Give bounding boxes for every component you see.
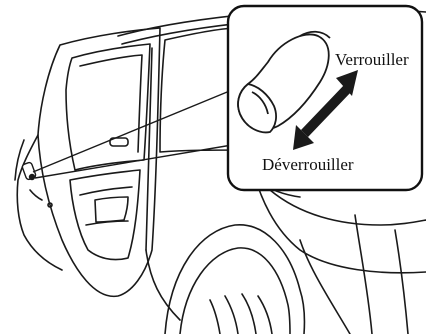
callout-lines — [33, 90, 232, 178]
open-rear-door — [15, 28, 160, 296]
inset-detail-view: Verrouiller Déverrouiller — [228, 6, 422, 190]
door-inner-panel — [70, 170, 140, 260]
lock-label: Verrouiller — [335, 50, 409, 69]
unlock-label: Déverrouiller — [262, 155, 354, 174]
door-armrest — [95, 197, 128, 222]
